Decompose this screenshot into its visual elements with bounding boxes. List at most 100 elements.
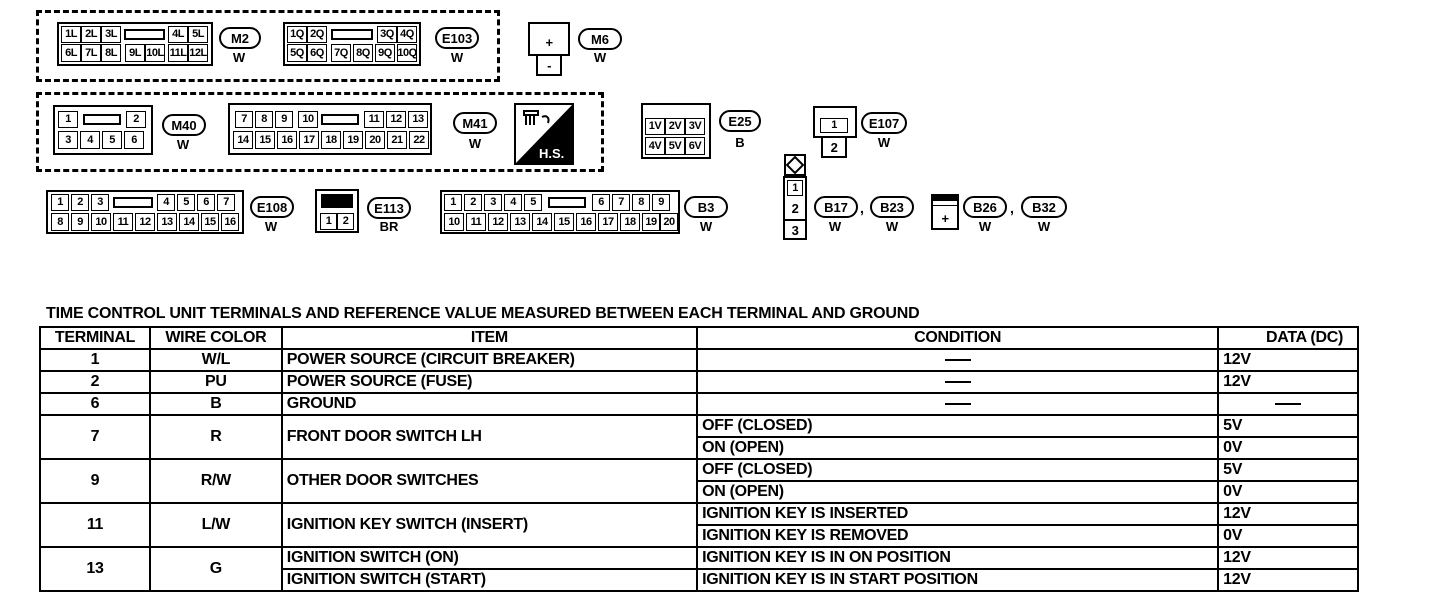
- connector-latch: [113, 197, 153, 208]
- wire-color-b23: W: [885, 219, 899, 234]
- table-row: ON (OPEN) 0V: [40, 436, 1359, 460]
- pin: 1: [51, 194, 69, 211]
- wire-color-m41: W: [468, 136, 482, 151]
- pin: 5: [524, 194, 542, 211]
- pin: 21: [387, 131, 407, 149]
- pin: 2V: [665, 118, 685, 135]
- cell-condition: ON (OPEN): [696, 436, 1220, 460]
- cell-wire: R: [148, 414, 283, 460]
- pin: 2: [791, 201, 799, 216]
- connector-label-m2: M2: [219, 27, 261, 49]
- pin: 4Q: [397, 26, 417, 43]
- pin: 12: [488, 213, 508, 231]
- pin: 17: [598, 213, 618, 231]
- pin: 15: [554, 213, 574, 231]
- connector-m40: [53, 105, 153, 155]
- pin: 6: [197, 194, 215, 211]
- pin: 11: [466, 213, 486, 231]
- pin: 5: [177, 194, 195, 211]
- pin: 16: [221, 213, 239, 231]
- dash-mark: [1275, 402, 1302, 405]
- cell-data: 0V: [1217, 480, 1359, 504]
- cell-condition: OFF (CLOSED): [696, 414, 1220, 438]
- pin: 14: [532, 213, 552, 231]
- table-row: 1 W/L POWER SOURCE (CIRCUIT BREAKER) 12V: [39, 348, 1359, 372]
- header-terminal: TERMINAL: [39, 326, 151, 350]
- cell-item: GROUND: [280, 392, 699, 416]
- pin: 7: [235, 111, 253, 128]
- pin: 2L: [81, 26, 101, 43]
- wire-color-b3: W: [699, 219, 713, 234]
- pin: 1L: [61, 26, 81, 43]
- wire-color-b32: W: [1037, 219, 1051, 234]
- pin: 6: [592, 194, 610, 211]
- pin: 2Q: [307, 26, 327, 43]
- pin: 10: [91, 213, 111, 231]
- cell-condition: IGNITION KEY IS REMOVED: [696, 524, 1220, 548]
- pin: 10: [444, 213, 464, 231]
- connector-label-m41: M41: [453, 112, 497, 134]
- pin: 5Q: [287, 44, 307, 62]
- pin: 4: [80, 131, 100, 149]
- pin: 14: [233, 131, 253, 149]
- pin: 4L: [168, 26, 188, 43]
- cell-data: 12V: [1217, 348, 1359, 372]
- pin: -: [547, 57, 551, 73]
- cell-condition: ON (OPEN): [696, 480, 1220, 504]
- wire-color-e108: W: [264, 219, 278, 234]
- pin: 7: [612, 194, 630, 211]
- table-row: 2 PU POWER SOURCE (FUSE) 12V: [39, 370, 1359, 394]
- pin: 16: [576, 213, 596, 231]
- diamond-key-icon: [784, 154, 806, 176]
- divider: [783, 219, 807, 221]
- connector-e25: [641, 103, 711, 159]
- connector-label-e113: E113: [367, 197, 411, 219]
- connector-label-b17: B17: [814, 196, 858, 218]
- dash-mark: [944, 402, 971, 405]
- pin: 3: [791, 222, 799, 238]
- pin: 5L: [188, 26, 208, 43]
- connector-label-b3: B3: [684, 196, 728, 218]
- cell-condition: IGNITION KEY IS IN ON POSITION: [696, 546, 1220, 570]
- pin: 12: [135, 213, 155, 231]
- cell-item: IGNITION SWITCH (ON): [280, 546, 699, 570]
- connector-latch: [548, 197, 586, 208]
- cell-item: POWER SOURCE (CIRCUIT BREAKER): [280, 348, 699, 372]
- table-row: ON (OPEN) 0V: [40, 480, 1359, 504]
- separator-comma: ,: [1010, 200, 1014, 216]
- connector-latch: [124, 29, 165, 40]
- hs-label: H.S.: [539, 146, 565, 161]
- pin: 4V: [645, 137, 665, 155]
- connector-m6-tab: [536, 54, 562, 76]
- pin: 8Q: [353, 44, 373, 62]
- pin: 19: [642, 213, 660, 231]
- pin: +: [941, 210, 949, 226]
- connector-label-m6: M6: [578, 28, 622, 50]
- table-title: TIME CONTROL UNIT TERMINALS AND REFERENC…: [46, 305, 920, 322]
- cell-terminal: 6: [39, 392, 151, 416]
- pin: 19: [343, 131, 363, 149]
- cell-item: OTHER DOOR SWITCHES: [280, 458, 699, 504]
- cell-terminal: 9: [39, 458, 151, 504]
- pin: 3: [91, 194, 109, 211]
- connector-b17: [783, 176, 807, 240]
- header-item: ITEM: [280, 326, 699, 350]
- cell-condition: IGNITION KEY IS INSERTED: [696, 502, 1220, 526]
- pin: 18: [321, 131, 341, 149]
- pin: 9: [652, 194, 670, 211]
- pin: 14: [179, 213, 199, 231]
- connector-latch: [331, 29, 373, 40]
- pin: 9L: [125, 44, 145, 62]
- pin: 6V: [685, 137, 705, 155]
- wire-color-e103: W: [450, 50, 464, 65]
- cell-condition: [696, 392, 1220, 416]
- connector-label-b32: B32: [1021, 196, 1067, 218]
- cell-terminal: 2: [39, 370, 151, 394]
- table-row: 9 R/W OTHER DOOR SWITCHES OFF (CLOSED) 5…: [39, 458, 1359, 504]
- connector-label-e107: E107: [861, 112, 907, 134]
- pin: 8: [632, 194, 650, 211]
- cell-data: 0V: [1217, 524, 1359, 548]
- terminal-reference-table: TERMINAL WIRE COLOR ITEM CONDITION DATA …: [39, 326, 1359, 592]
- harness-group-dashed-1: [36, 10, 500, 82]
- cell-data: 0V: [1217, 436, 1359, 460]
